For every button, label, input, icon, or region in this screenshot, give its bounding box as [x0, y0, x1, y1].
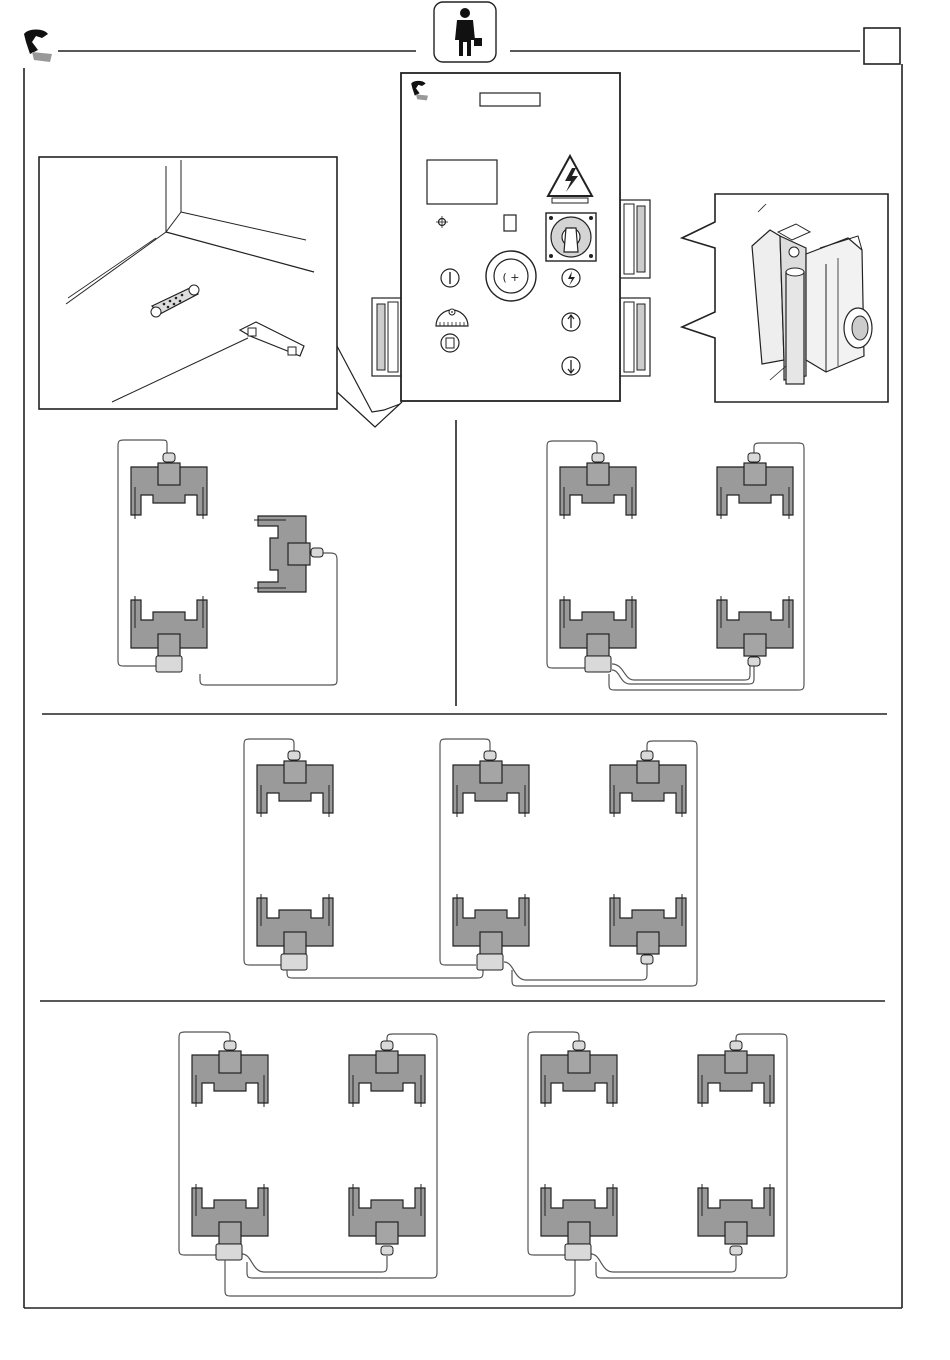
- manual-override-icon[interactable]: [441, 334, 459, 352]
- column-lift: [560, 463, 636, 519]
- connector-plug: [748, 657, 760, 666]
- connector-plug: [381, 1041, 393, 1050]
- column-lift: [257, 761, 333, 817]
- master-connector: [216, 1244, 242, 1260]
- configuration-two-columns-plus-one: [118, 440, 337, 685]
- connector-plug: [748, 453, 760, 462]
- column-lift: [610, 894, 686, 954]
- connector-plug: [163, 453, 175, 462]
- page-number-box: [864, 28, 900, 64]
- column-lift: [349, 1184, 425, 1244]
- connector-plug: [641, 955, 653, 964]
- header: [24, 2, 900, 64]
- wheel-unit-detail-callout: [682, 194, 888, 402]
- operator-with-briefcase-icon: [434, 2, 496, 62]
- side-socket-left: [372, 298, 402, 376]
- connector-plug: [592, 453, 604, 462]
- cable: [504, 962, 647, 980]
- master-connector: [477, 954, 503, 970]
- connector-plug: [641, 751, 653, 760]
- column-lift: [192, 1051, 268, 1107]
- connector-plug: [288, 751, 300, 760]
- column-lift: [192, 1184, 268, 1244]
- column-lift: [698, 1184, 774, 1244]
- control-panel: ( +: [372, 73, 650, 401]
- column-lift: [717, 596, 793, 656]
- column-lift: [254, 516, 310, 592]
- connector-plug: [224, 1041, 236, 1050]
- svg-text:( +: ( +: [502, 271, 519, 284]
- connector-plug: [573, 1041, 585, 1050]
- cable: [287, 970, 483, 978]
- main-isolator-switch[interactable]: [546, 213, 596, 261]
- configuration-six-columns: [244, 739, 697, 986]
- column-lift: [541, 1051, 617, 1107]
- configuration-four-columns: [547, 441, 804, 690]
- manual-mode-icon[interactable]: [441, 269, 459, 287]
- column-lift: [131, 463, 207, 519]
- column-lift: [349, 1051, 425, 1107]
- master-connector: [281, 954, 307, 970]
- cable: [200, 553, 337, 685]
- side-socket-right-top: [620, 200, 650, 278]
- configuration-eight-columns: [179, 1032, 787, 1296]
- connector-plug: [730, 1041, 742, 1050]
- connector-detail-callout: [39, 157, 402, 427]
- panel-label-plate: [480, 93, 540, 106]
- cable: [591, 1254, 736, 1272]
- master-connector: [156, 656, 182, 672]
- master-connector: [585, 656, 611, 672]
- lift-down-arrow-icon[interactable]: [562, 357, 580, 375]
- master-connector: [565, 1244, 591, 1260]
- column-lift: [560, 596, 636, 656]
- column-lift: [257, 894, 333, 954]
- column-lift: [698, 1051, 774, 1107]
- column-lift: [541, 1184, 617, 1244]
- column-lift: [610, 761, 686, 817]
- connector-plug: [484, 751, 496, 760]
- cable: [612, 664, 750, 680]
- connector-plug: [381, 1246, 393, 1255]
- column-lift: [717, 463, 793, 519]
- cable: [612, 666, 754, 684]
- connector-plug: [730, 1246, 742, 1255]
- column-lift: [453, 761, 529, 817]
- lift-up-arrow-icon[interactable]: [562, 313, 580, 331]
- emergency-stop-icon[interactable]: ( +: [486, 251, 536, 301]
- key-switch[interactable]: [504, 215, 516, 231]
- cable: [242, 1254, 387, 1272]
- manufacturer-logo-icon: [24, 30, 52, 63]
- lightning-icon[interactable]: [562, 269, 580, 287]
- column-lift: [453, 894, 529, 954]
- connector-plug: [311, 548, 323, 557]
- side-socket-right-bottom: [620, 298, 650, 376]
- display-window: [427, 160, 497, 204]
- column-lift: [131, 596, 207, 656]
